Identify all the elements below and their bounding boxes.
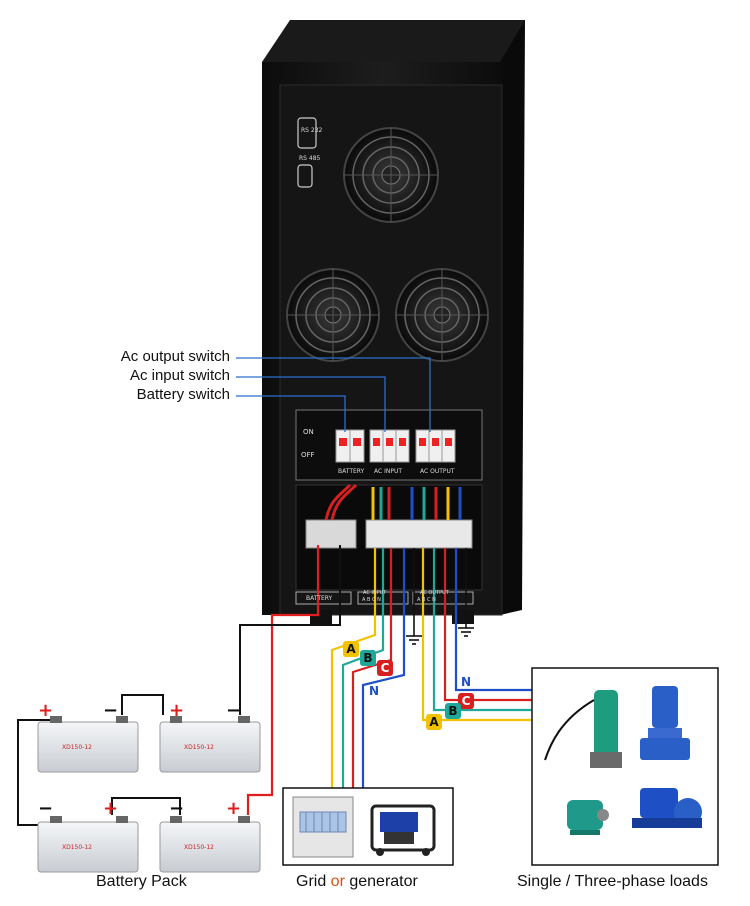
ac-input-switch-callout: Ac input switch bbox=[129, 367, 230, 384]
battery-pack-caption: Battery Pack bbox=[96, 873, 187, 890]
rs232-port bbox=[297, 117, 317, 149]
output-tag-a: A bbox=[426, 714, 442, 730]
battery-2-minus: − bbox=[226, 700, 242, 721]
fan-top bbox=[343, 127, 439, 223]
fan-bottom-left bbox=[286, 268, 380, 362]
battery-2-model: XD150-12 bbox=[184, 744, 214, 751]
load-output-wires bbox=[421, 548, 540, 722]
battery-3-minus: − bbox=[38, 798, 54, 819]
battery-positive-wire bbox=[246, 545, 320, 815]
terminal-area bbox=[295, 483, 483, 624]
submersible-pump-icon bbox=[544, 690, 622, 768]
ac-output-breaker-label: AC OUTPUT bbox=[420, 468, 455, 475]
battery-1-minus: − bbox=[103, 700, 119, 721]
battery-3 bbox=[37, 816, 139, 873]
grid-generator-box bbox=[282, 787, 454, 866]
fan-bottom-right bbox=[395, 268, 489, 362]
ac-input-breaker-label: AC INPUT bbox=[374, 468, 403, 475]
output-tag-b: B bbox=[445, 703, 461, 719]
battery-negative-wire bbox=[239, 545, 341, 715]
battery-4 bbox=[159, 816, 261, 873]
ac-input-breaker[interactable] bbox=[369, 429, 410, 463]
battery-2 bbox=[159, 716, 261, 773]
generator-icon bbox=[370, 804, 436, 856]
output-tag-n: N bbox=[460, 675, 472, 689]
battery-breaker-label: BATTERY bbox=[338, 468, 365, 475]
loads-caption: Single / Three-phase loads bbox=[517, 873, 708, 890]
battery-4-model: XD150-12 bbox=[184, 844, 214, 851]
battery-3-plus: + bbox=[103, 798, 119, 819]
ground-symbols bbox=[406, 548, 474, 645]
battery-4-plus: + bbox=[226, 798, 242, 819]
loads-box bbox=[531, 667, 719, 866]
terminal-ac-output-label: AC OUTPUT bbox=[420, 590, 449, 596]
output-tag-c: C bbox=[458, 693, 474, 709]
battery-4-minus: − bbox=[169, 798, 185, 819]
callout-lines bbox=[236, 357, 431, 432]
battery-1-plus: + bbox=[38, 700, 54, 721]
inline-pump-icon bbox=[640, 686, 690, 760]
breaker-panel bbox=[295, 409, 483, 481]
battery-3-model: XD150-12 bbox=[62, 844, 92, 851]
terminal-ac-input-phases: A B C N bbox=[362, 597, 381, 603]
rs485-port bbox=[297, 164, 313, 188]
battery-2-plus: + bbox=[169, 700, 185, 721]
terminal-ac-input-label: AC INPUT bbox=[363, 590, 387, 596]
battery-switch-callout: Battery switch bbox=[136, 386, 230, 403]
ac-output-switch-callout: Ac output switch bbox=[120, 348, 230, 365]
horizontal-pump-icon bbox=[632, 788, 702, 828]
input-tag-c: C bbox=[377, 660, 393, 676]
grid-generator-caption: Grid or generator bbox=[296, 873, 418, 890]
off-label: OFF bbox=[301, 451, 315, 459]
terminal-ac-output-phases: A B C N bbox=[417, 597, 436, 603]
input-tag-a: A bbox=[343, 641, 359, 657]
input-tag-b: B bbox=[360, 650, 376, 666]
on-label: ON bbox=[303, 428, 314, 436]
battery-1-model: XD150-12 bbox=[62, 744, 92, 751]
rs485-label: RS 485 bbox=[299, 155, 321, 162]
terminal-battery-label: BATTERY bbox=[306, 595, 333, 602]
input-tag-n: N bbox=[368, 684, 380, 698]
electric-motor-icon bbox=[567, 800, 609, 835]
battery-1 bbox=[37, 716, 139, 773]
rs232-label: RS 232 bbox=[301, 127, 323, 134]
ac-output-breaker[interactable] bbox=[415, 429, 456, 463]
battery-interconnects bbox=[17, 694, 181, 826]
